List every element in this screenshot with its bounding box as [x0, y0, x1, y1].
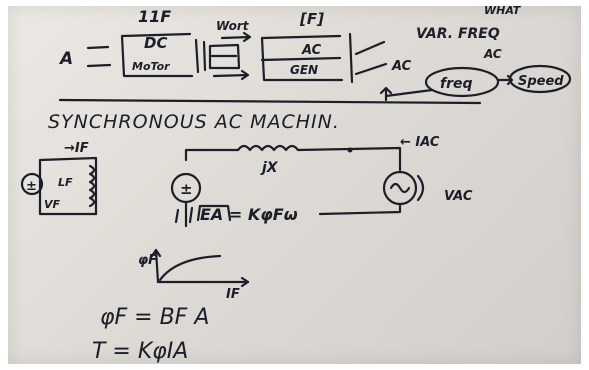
curve-axes [154, 248, 250, 284]
curve-line [158, 254, 222, 282]
magnetization-curve: φF IF [138, 248, 250, 302]
field-voltage-label: VF [44, 198, 61, 211]
field-winding-label: LF [58, 176, 73, 189]
input-line-top [86, 45, 110, 50]
curve-axis-arrows [150, 248, 250, 288]
input-label: A [58, 49, 73, 69]
freq-bubble [424, 66, 500, 98]
arm-wire-left-top [184, 148, 240, 162]
speed-bubble-text: Speed [518, 74, 564, 89]
section-divider [58, 98, 482, 105]
note-line-2: VAR. FREQ [416, 26, 500, 42]
field-winding [88, 164, 96, 208]
shaft-arrow-top [220, 31, 252, 43]
emf-bracket [174, 204, 232, 224]
reactance-coil [236, 144, 300, 152]
coupling-symbol [194, 38, 241, 74]
armature-circuit: jX ← IAC ± VAC EA = KφFω [170, 135, 473, 228]
ac-source-wave [389, 182, 411, 194]
pointer-arrow [379, 86, 434, 102]
field-loop [38, 156, 98, 216]
dc-motor-label: DC [144, 34, 167, 52]
field-source [20, 172, 44, 196]
ac-gen-box [260, 34, 344, 82]
ac-gen-top-label: [F] [299, 10, 324, 28]
dc-motor-sublabel: MoTor [132, 60, 170, 73]
curve-x-label: IF [226, 287, 240, 302]
block-diagram: A 11F DC MoTor Wort [F] AC GEN AC WHAT [58, 4, 572, 102]
shaft-label: Wort [216, 19, 250, 33]
emf-equation: EA = KφFω [200, 205, 298, 224]
field-circuit: →IF ± LF VF [20, 141, 98, 216]
reactance-label: jX [260, 160, 279, 176]
ac-current-label: ← IAC [400, 135, 440, 150]
emf-source-symbol: ± [180, 180, 193, 198]
ac-gen-sublabel: GEN [290, 63, 318, 77]
arm-wire-right-top [296, 146, 402, 172]
dc-motor-top-label: 11F [138, 7, 171, 26]
field-source-symbol: ± [26, 179, 37, 194]
torque-equation: T = KφIA [92, 339, 188, 364]
output-lines [354, 40, 388, 76]
note-line-1: WHAT [484, 4, 522, 17]
field-current-label: →IF [64, 141, 89, 156]
ac-voltage-label: VAC [444, 189, 473, 204]
shaft-arrow-bottom [212, 69, 250, 81]
flux-equation: φF = BF A [100, 305, 209, 330]
note-line-3: AC [483, 47, 502, 61]
output-label: AC [391, 59, 412, 74]
curve-y-label: φF [138, 253, 157, 268]
arm-wire-bottom [318, 202, 402, 216]
input-line-bottom [86, 63, 112, 68]
arm-node [347, 147, 353, 153]
dc-motor-box [120, 32, 194, 78]
speed-bubble [508, 64, 572, 94]
ac-voltage-arc [416, 174, 425, 202]
freq-bubble-text: freq [440, 76, 473, 92]
section-title: SYNCHRONOUS AC MACHIN. [48, 111, 340, 133]
ac-gen-label: AC [301, 43, 322, 58]
output-divider [348, 32, 354, 84]
